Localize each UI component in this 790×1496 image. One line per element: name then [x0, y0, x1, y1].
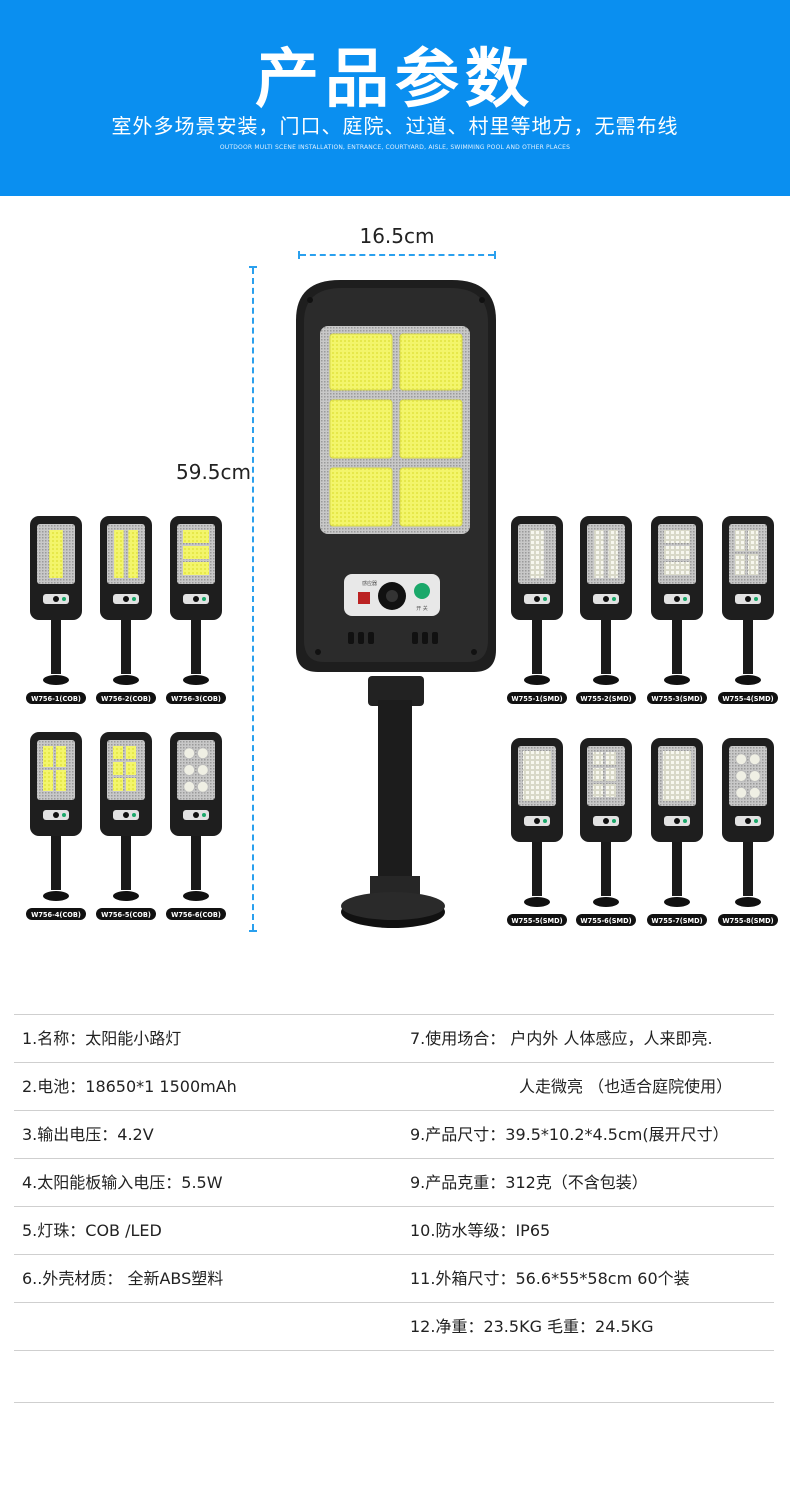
spec-left-cell: 6..外壳材质： 全新ABS塑料 [22, 1269, 224, 1288]
thumbnail-pole [532, 620, 542, 674]
thumbnail-pole [121, 836, 131, 890]
model-label-text: W756-3(COB) [171, 695, 221, 703]
model-label-text: W756-5(COB) [101, 911, 151, 919]
header-banner: 产品参数 室外多场景安装，门口、庭院、过道、村里等地方，无需布线 OUTDOOR… [0, 0, 790, 196]
model-label-text: W755-6(SMD) [580, 917, 631, 925]
model-label: W756-2(COB) [96, 692, 156, 704]
height-dimension-label: 59.5cm [176, 460, 252, 484]
spec-left-cell: 2.电池：18650*1 1500mAh [22, 1077, 237, 1096]
thumbnail-pole [601, 620, 611, 674]
model-label-text: W755-1(SMD) [511, 695, 562, 703]
model-thumbnail-left: W756-1(COB) [26, 516, 86, 704]
sensor-label: 感应器 [362, 580, 377, 587]
spec-left-cell: 3.输出电压：4.2V [22, 1125, 154, 1144]
spec-row: 2.电池：18650*1 1500mAh 人走微亮 （也适合庭院使用） [14, 1062, 774, 1110]
spec-right-cell: 9.产品克重：312克（不含包装） [410, 1173, 648, 1192]
model-label: W756-1(COB) [26, 692, 86, 704]
model-label-text: W755-7(SMD) [651, 917, 702, 925]
thumbnail-pole [743, 842, 753, 896]
model-label-text: W755-2(SMD) [580, 695, 631, 703]
model-label-text: W756-1(COB) [31, 695, 81, 703]
model-thumbnail-right: W755-3(SMD) [647, 516, 707, 704]
spec-right-cell: 人走微亮 （也适合庭院使用） [519, 1077, 733, 1096]
model-label: W755-2(SMD) [576, 692, 636, 704]
model-thumbnail-left: W756-5(COB) [96, 732, 156, 920]
thumbnail-pole [51, 836, 61, 890]
model-label: W755-6(SMD) [576, 914, 636, 926]
spec-row: 5.灯珠：COB /LED 10.防水等级：IP65 [14, 1206, 774, 1254]
height-dimension-line [249, 266, 257, 932]
spec-row: 1.名称：太阳能小路灯 7.使用场合： 户内外 人体感应，人来即亮. [14, 1014, 774, 1062]
model-thumbnail-right: W755-2(SMD) [576, 516, 636, 704]
width-dimension-label: 16.5cm [359, 224, 435, 248]
spec-right-cell: 11.外箱尺寸：56.6*55*58cm 60个装 [410, 1269, 690, 1288]
right-model-thumbnails: W755-1(SMD) W755-2(SMD) W755-3(SMD) W755-4(… [507, 516, 778, 926]
page-title: 产品参数 [255, 43, 535, 117]
model-label: W755-1(SMD) [507, 692, 567, 704]
model-thumbnail-left: W756-6(COB) [166, 732, 226, 920]
thumbnail-pole [121, 620, 131, 674]
thumbnail-pole [51, 620, 61, 674]
model-label: W756-6(COB) [166, 908, 226, 920]
spec-left-cell: 5.灯珠：COB /LED [22, 1221, 162, 1240]
model-label-text: W755-8(SMD) [722, 917, 773, 925]
model-label: W755-4(SMD) [718, 692, 778, 704]
model-thumbnail-right: W755-8(SMD) [718, 738, 778, 926]
thumbnail-pole [601, 842, 611, 896]
model-thumbnail-right: W755-4(SMD) [718, 516, 778, 704]
spec-right-cell: 12.净重：23.5KG 毛重：24.5KG [410, 1317, 654, 1336]
thumbnail-pole [191, 620, 201, 674]
model-thumbnail-right: W755-5(SMD) [507, 738, 567, 926]
spec-left-cell: 1.名称：太阳能小路灯 [22, 1029, 182, 1048]
thumbnail-pole [532, 842, 542, 896]
spec-table: 1.名称：太阳能小路灯 7.使用场合： 户内外 人体感应，人来即亮. 2.电池：18… [14, 1014, 774, 1351]
table-bottom-line [14, 1402, 774, 1403]
spec-row: 12.净重：23.5KG 毛重：24.5KG [14, 1302, 774, 1351]
spec-row: 4.太阳能板输入电压：5.5W 9.产品克重：312克（不含包装） [14, 1158, 774, 1206]
model-label-text: W755-5(SMD) [511, 917, 562, 925]
model-label: W755-3(SMD) [647, 692, 707, 704]
thumbnail-pole [672, 842, 682, 896]
model-label-text: W755-4(SMD) [722, 695, 773, 703]
model-label: W755-7(SMD) [647, 914, 707, 926]
spec-right-cell: 7.使用场合： 户内外 人体感应，人来即亮. [410, 1029, 713, 1048]
model-thumbnail-left: W756-3(COB) [166, 516, 226, 704]
power-switch-icon [414, 583, 430, 599]
product-illustrations: 开 关 感应器 W756-1(COB) W756-2(COB) W756-3(COB… [26, 280, 778, 928]
model-label-text: W756-6(COB) [171, 911, 221, 919]
model-thumbnail-right: W755-7(SMD) [647, 738, 707, 926]
switch-label: 开 关 [416, 605, 428, 612]
model-thumbnail-left: W756-2(COB) [96, 516, 156, 704]
thumbnail-pole [672, 620, 682, 674]
spec-row: 3.输出电压：4.2V 9.产品尺寸：39.5*10.2*4.5cm(展开尺寸） [14, 1110, 774, 1158]
spec-right-cell: 10.防水等级：IP65 [410, 1221, 551, 1240]
model-thumbnail-right: W755-1(SMD) [507, 516, 567, 704]
banner-subtitle: 室外多场景安装，门口、庭院、过道、村里等地方，无需布线 [111, 114, 679, 138]
thumbnail-pole [743, 620, 753, 674]
banner-subtitle-english: OUTDOOR MULTI SCENE INSTALLATION, ENTRAN… [219, 144, 571, 151]
model-label-text: W756-4(COB) [31, 911, 81, 919]
model-label: W755-5(SMD) [507, 914, 567, 926]
model-label: W756-3(COB) [166, 692, 226, 704]
model-label-text: W756-2(COB) [101, 695, 151, 703]
spec-right-cell: 9.产品尺寸：39.5*10.2*4.5cm(展开尺寸） [410, 1125, 729, 1144]
model-label: W756-5(COB) [96, 908, 156, 920]
model-label-text: W755-3(SMD) [651, 695, 702, 703]
model-label: W755-8(SMD) [718, 914, 778, 926]
left-model-thumbnails: W756-1(COB) W756-2(COB) W756-3(COB) W756-4(… [26, 516, 226, 920]
width-dimension-line [298, 251, 496, 259]
main-lamp-bracket [368, 676, 424, 706]
main-lamp: 开 关 感应器 [296, 280, 496, 928]
main-lamp-pole [378, 700, 412, 880]
model-label: W756-4(COB) [26, 908, 86, 920]
spec-left-cell: 4.太阳能板输入电压：5.5W [22, 1173, 223, 1192]
thumbnail-pole [191, 836, 201, 890]
spec-row: 6..外壳材质： 全新ABS塑料 11.外箱尺寸：56.6*55*58cm 60个… [14, 1254, 774, 1302]
model-thumbnail-left: W756-4(COB) [26, 732, 86, 920]
model-thumbnail-right: W755-6(SMD) [576, 738, 636, 926]
